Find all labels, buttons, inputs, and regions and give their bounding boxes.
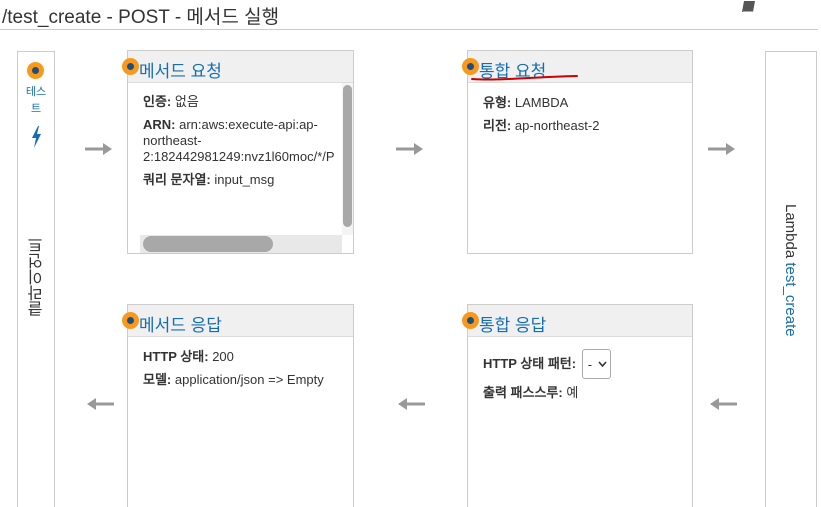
test-link[interactable]: 테스트 — [18, 84, 54, 118]
query-row: 쿼리 문자열: input_msg — [143, 172, 339, 188]
lambda-prefix: Lambda — [782, 204, 799, 259]
type-key: 유형: — [483, 95, 512, 110]
method-response-header: 메서드 응답 — [122, 305, 353, 337]
status-pattern-select[interactable]: - — [581, 349, 611, 379]
method-request-status-icon — [122, 58, 139, 75]
model-row: 모델: application/json => Empty — [143, 372, 345, 388]
arrow-left-icon — [398, 398, 425, 410]
integration-response-title[interactable]: 통합 응답 — [479, 316, 547, 335]
passthrough-value: 예 — [566, 385, 579, 400]
model-key: 모델: — [143, 372, 172, 387]
auth-key: 인증: — [143, 94, 172, 109]
arn-key: ARN: — [143, 117, 176, 132]
integration-request-header: 통합 요청 — [462, 51, 692, 83]
auth-row: 인증: 없음 — [143, 94, 339, 110]
arrow-right-icon — [85, 143, 112, 155]
method-request-body: 인증: 없음 ARN: arn:aws:execute-api:ap- nort… — [143, 94, 339, 195]
method-response-box[interactable]: 메서드 응답 HTTP 상태: 200 모델: application/json… — [122, 304, 354, 507]
arrow-right-icon — [396, 143, 423, 155]
client-label: 클라이언트 — [29, 237, 46, 317]
integration-request-status-icon — [462, 58, 479, 75]
red-underline-annotation — [471, 75, 578, 81]
arrow-left-icon — [710, 398, 737, 410]
passthrough-key: 출력 패스스루: — [483, 385, 563, 400]
client-column: 테스트 클라이언트 — [17, 51, 55, 507]
passthrough-row: 출력 패스스루: 예 — [483, 385, 684, 401]
method-response-title[interactable]: 메서드 응답 — [139, 316, 222, 335]
status-pattern-key: HTTP 상태 패턴: — [483, 356, 577, 371]
query-key: 쿼리 문자열: — [143, 172, 211, 187]
region-value: ap-northeast-2 — [514, 118, 600, 133]
http-status-row: HTTP 상태: 200 — [143, 349, 345, 365]
vertical-scrollbar-thumb[interactable] — [343, 85, 352, 227]
client-status-icon — [27, 62, 44, 79]
type-value: LAMBDA — [514, 95, 569, 110]
lambda-function-link[interactable]: test_create — [782, 262, 799, 337]
integration-response-status-icon — [462, 312, 479, 329]
method-request-title[interactable]: 메서드 요청 — [139, 62, 222, 81]
page-title: /test_create - POST - 메서드 실행 — [2, 7, 280, 28]
query-value: input_msg — [214, 172, 275, 187]
status-pattern-selected: - — [587, 357, 593, 372]
region-key: 리전: — [483, 118, 512, 133]
method-request-box[interactable]: 메서드 요청 인증: 없음 ARN: arn:aws:execute-api:a… — [122, 50, 354, 254]
method-response-body: HTTP 상태: 200 모델: application/json => Emp… — [143, 349, 345, 395]
arn-row: ARN: arn:aws:execute-api:ap- northeast- … — [143, 117, 339, 165]
http-status-key: HTTP 상태: — [143, 349, 209, 364]
horizontal-scrollbar-thumb[interactable] — [143, 236, 273, 252]
lightning-bolt-icon[interactable] — [30, 126, 43, 148]
chevron-down-icon — [598, 361, 607, 367]
method-response-status-icon — [122, 312, 139, 329]
arn-line3: 2:182442981249:nvz1l60moc/*/P — [143, 149, 335, 164]
lambda-column: Lambda test_create — [765, 51, 817, 507]
arrow-left-icon — [87, 398, 114, 410]
status-pattern-row: HTTP 상태 패턴: - — [483, 349, 684, 379]
arrow-right-icon — [708, 143, 735, 155]
integration-request-title[interactable]: 통합 요청 — [479, 62, 547, 81]
documentation-book-icon[interactable] — [740, 0, 758, 14]
region-row: 리전: ap-northeast-2 — [483, 118, 684, 134]
arn-line2: northeast- — [143, 133, 202, 148]
integration-request-body: 유형: LAMBDA 리전: ap-northeast-2 — [483, 95, 684, 141]
method-request-header: 메서드 요청 — [122, 51, 353, 83]
integration-response-body: HTTP 상태 패턴: - 출력 패스스루: 예 — [483, 349, 684, 408]
integration-response-header: 통합 응답 — [462, 305, 692, 337]
type-row: 유형: LAMBDA — [483, 95, 684, 111]
arn-line1: arn:aws:execute-api:ap- — [179, 117, 318, 132]
integration-response-box[interactable]: 통합 응답 HTTP 상태 패턴: - 출력 패스스루: 예 — [462, 304, 693, 507]
http-status-value: 200 — [212, 349, 234, 364]
title-divider — [0, 29, 818, 30]
test-link-label[interactable]: 테스트 — [25, 86, 47, 115]
lambda-label: Lambda test_create — [782, 204, 799, 337]
model-value: application/json => Empty — [174, 372, 324, 387]
auth-value: 없음 — [174, 94, 199, 109]
integration-request-box[interactable]: 통합 요청 유형: LAMBDA 리전: ap-northeast-2 — [462, 50, 693, 254]
